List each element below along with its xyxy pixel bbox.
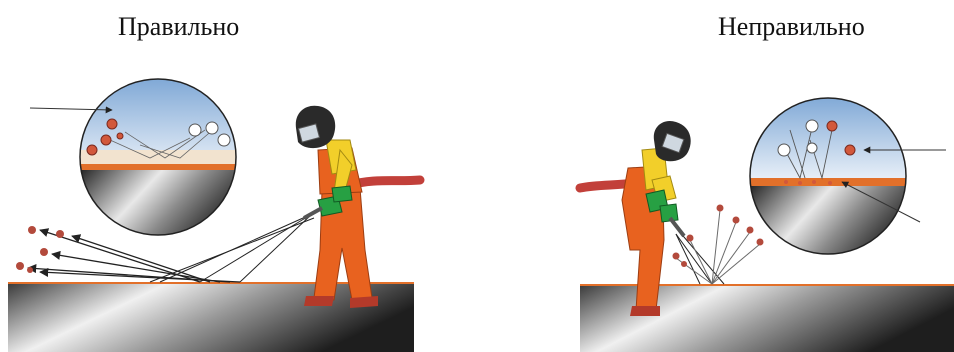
scene-correct xyxy=(8,78,420,352)
magnifier-right xyxy=(748,96,946,258)
particles-right xyxy=(673,205,764,268)
scene-incorrect xyxy=(580,96,954,352)
rebound-lines-right xyxy=(676,210,760,284)
magnifier-left xyxy=(30,78,240,240)
steel-plate-right xyxy=(580,285,954,352)
particles-left xyxy=(16,226,64,273)
worker-correct xyxy=(296,106,378,308)
